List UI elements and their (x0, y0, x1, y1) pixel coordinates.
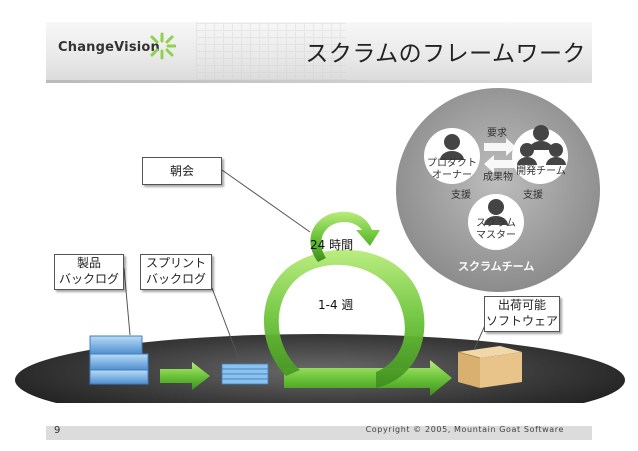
product-backlog-label: 製品 バックログ (54, 254, 124, 290)
hours-label: 24 時間 (310, 236, 353, 253)
product-backlog-connector (124, 268, 130, 335)
support-right-text: 支援 (518, 190, 548, 202)
morning-label: 朝会 (142, 157, 222, 185)
product-backlog-stack (90, 336, 148, 384)
sprint-backlog-label: スプリント バックログ (140, 254, 212, 290)
product-backlog-line2: バックログ (55, 271, 123, 287)
product-owner-line1: プロダクト (420, 158, 484, 170)
product-backlog-line1: 製品 (55, 255, 123, 271)
sprint-backlog-stack (222, 364, 268, 384)
product-owner-line2: オーナー (420, 170, 484, 182)
page-number: 9 (54, 425, 60, 436)
shippable-line1: 出荷可能 (485, 297, 559, 313)
scrum-master-line1: スクラム (466, 218, 526, 230)
weeks-label: 1-4 週 (318, 296, 353, 313)
scrum-master-text: スクラム マスター (466, 218, 526, 242)
shippable-label: 出荷可能 ソフトウェア (484, 296, 560, 332)
deliverables-text: 成果物 (478, 172, 518, 184)
dev-team-text: 開発チーム (510, 166, 572, 178)
scrum-team-caption: スクラムチーム (458, 258, 534, 274)
support-left-text: 支援 (446, 190, 476, 202)
sprint-backlog-line2: バックログ (141, 271, 211, 287)
copyright-text: Copyright © 2005, Mountain Goat Software (366, 425, 564, 434)
morning-connector (222, 170, 310, 232)
scrum-master-line2: マスター (466, 230, 526, 242)
product-owner-text: プロダクト オーナー (420, 158, 484, 182)
shippable-box (458, 346, 522, 388)
sprint-backlog-line1: スプリント (141, 255, 211, 271)
morning-text: 朝会 (170, 164, 194, 178)
footer-bar: 9 Copyright © 2005, Mountain Goat Softwa… (46, 426, 592, 440)
shippable-line2: ソフトウェア (485, 313, 559, 329)
requirements-text: 要求 (482, 128, 512, 140)
